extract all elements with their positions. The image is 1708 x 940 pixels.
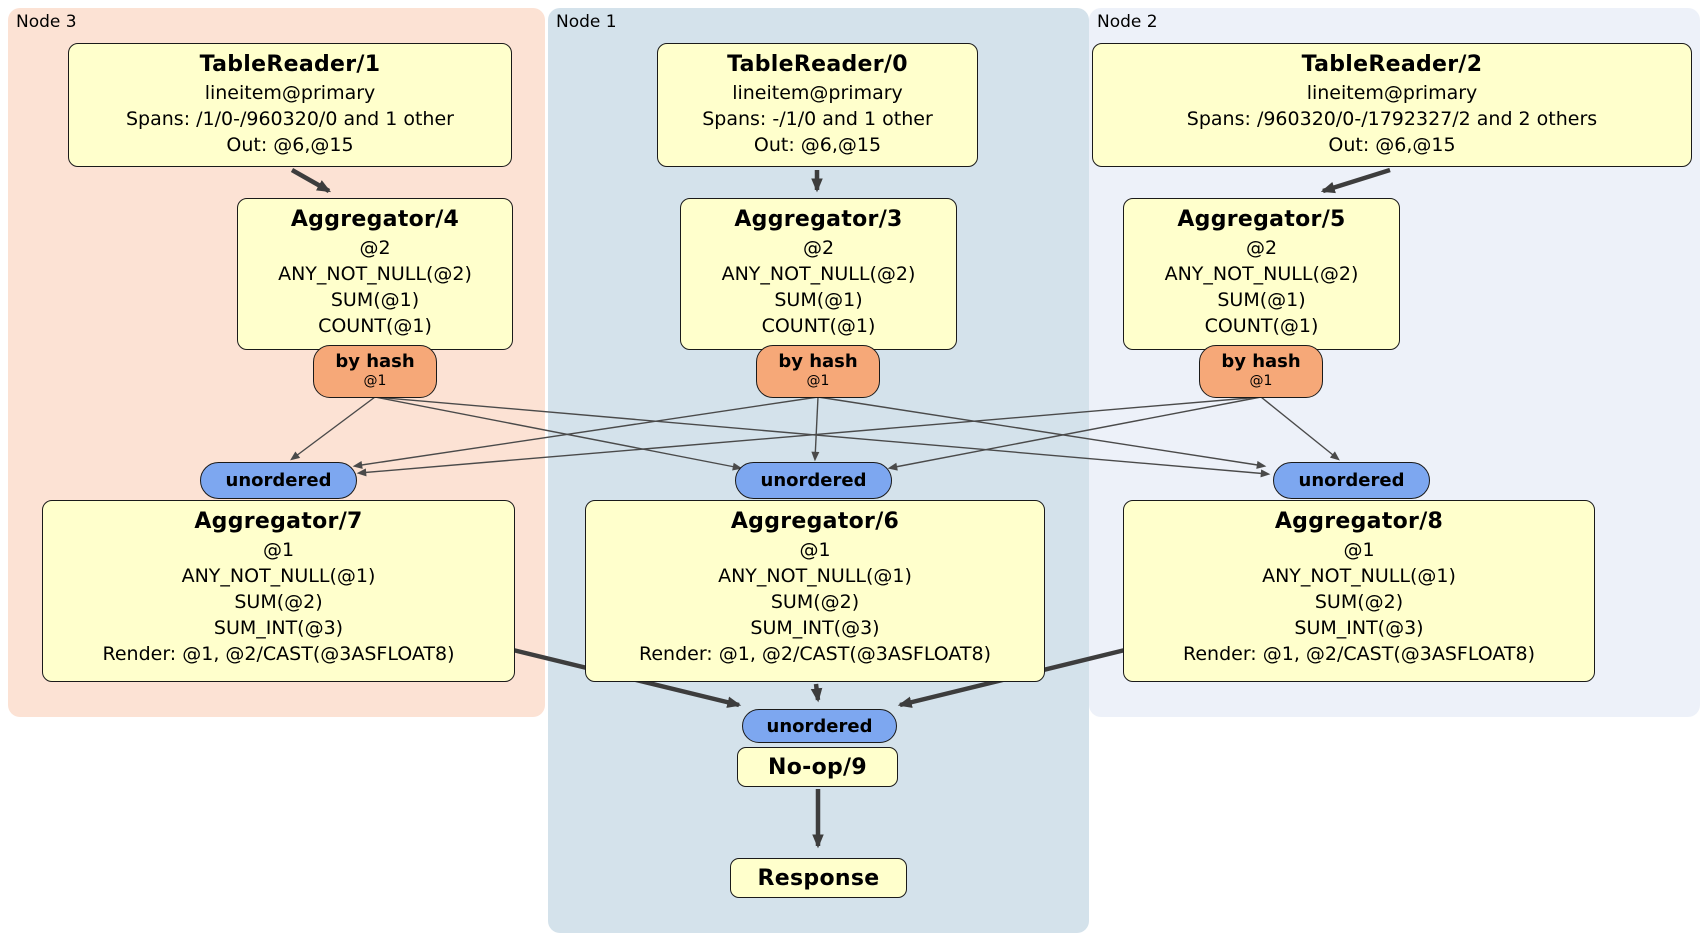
detail-line: @1: [799, 539, 831, 561]
hash-router-node3: by hash @1: [313, 345, 437, 398]
aggregator-6-title: Aggregator/6: [730, 509, 900, 534]
unordered-sync-node2: unordered: [1273, 462, 1430, 499]
detail-line: @1: [262, 539, 295, 561]
detail-line: ANY_NOT_NULL(@1): [1262, 565, 1456, 587]
detail-line: COUNT(@1): [318, 315, 432, 337]
detail-line: Render: @1, @2/CAST(@3ASFLOAT8): [639, 643, 991, 665]
aggregator-3-title: Aggregator/3: [734, 207, 903, 232]
node3-label: Node 3: [16, 12, 77, 32]
detail-line: Spans: -/1/0 and 1 other: [702, 108, 933, 130]
response-title: Response: [757, 865, 880, 891]
table-reader-1-title: TableReader/1: [199, 52, 381, 77]
detail-line: Spans: /960320/0-/1792327/2 and 2 others: [1186, 108, 1598, 130]
aggregator-5-box: Aggregator/5 @2 ANY_NOT_NULL(@2) SUM(@1)…: [1123, 198, 1400, 350]
node1-label: Node 1: [556, 12, 617, 32]
detail-line: Render: @1, @2/CAST(@3ASFLOAT8): [1183, 643, 1535, 665]
detail-line: SUM_INT(@3): [1294, 617, 1424, 639]
noop-box: No-op/9: [737, 747, 898, 787]
sync-label: unordered: [225, 470, 332, 491]
aggregator-4-box: Aggregator/4 @2 ANY_NOT_NULL(@2) SUM(@1)…: [237, 198, 513, 350]
detail-line: @1: [1343, 539, 1375, 561]
detail-line: ANY_NOT_NULL(@2): [721, 263, 916, 285]
detail-line: Out: @6,@15: [226, 134, 354, 156]
table-reader-2-title: TableReader/2: [1301, 52, 1483, 77]
detail-line: ANY_NOT_NULL(@2): [1164, 263, 1359, 285]
detail-line: SUM_INT(@3): [213, 617, 344, 639]
aggregator-8-box: Aggregator/8 @1 ANY_NOT_NULL(@1) SUM(@2)…: [1123, 500, 1595, 682]
detail-line: lineitem@primary: [1306, 82, 1478, 104]
detail-line: COUNT(@1): [1204, 315, 1319, 337]
detail-line: lineitem@primary: [204, 82, 376, 104]
detail-line: SUM(@2): [234, 591, 323, 613]
node2-label: Node 2: [1097, 12, 1158, 32]
response-box: Response: [730, 858, 907, 898]
sync-label: unordered: [760, 470, 867, 491]
hash-router-label: by hash: [335, 351, 415, 372]
unordered-sync-node1: unordered: [735, 462, 892, 499]
detail-line: @2: [1245, 237, 1278, 259]
aggregator-3-box: Aggregator/3 @2 ANY_NOT_NULL(@2) SUM(@1)…: [680, 198, 957, 350]
aggregator-7-box: Aggregator/7 @1 ANY_NOT_NULL(@1) SUM(@2)…: [42, 500, 515, 682]
unordered-sync-node3: unordered: [200, 462, 357, 499]
detail-line: Out: @6,@15: [753, 134, 882, 156]
aggregator-5-title: Aggregator/5: [1177, 207, 1346, 232]
hash-router-node2: by hash @1: [1199, 345, 1323, 398]
detail-line: ANY_NOT_NULL(@2): [278, 263, 472, 285]
detail-line: SUM(@1): [330, 289, 420, 311]
detail-line: @2: [359, 237, 391, 259]
table-reader-0-box: TableReader/0 lineitem@primary Spans: -/…: [657, 43, 978, 167]
hash-router-label: by hash: [1221, 351, 1301, 372]
detail-line: ANY_NOT_NULL(@1): [718, 565, 912, 587]
detail-line: SUM(@2): [770, 591, 860, 613]
detail-line: SUM(@2): [1314, 591, 1404, 613]
detail-line: SUM_INT(@3): [750, 617, 880, 639]
aggregator-8-title: Aggregator/8: [1274, 509, 1444, 534]
detail-line: Spans: /1/0-/960320/0 and 1 other: [126, 108, 454, 130]
aggregator-7-title: Aggregator/7: [194, 509, 363, 534]
router-to-sync-edges: [290, 396, 1340, 478]
detail-line: Out: @6,@15: [1328, 134, 1456, 156]
detail-line: Render: @1, @2/CAST(@3ASFLOAT8): [102, 643, 455, 665]
detail-line: ANY_NOT_NULL(@1): [181, 565, 376, 587]
hash-router-detail: @1: [1249, 373, 1273, 389]
hash-router-node1: by hash @1: [756, 345, 880, 398]
table-reader-2-box: TableReader/2 lineitem@primary Spans: /9…: [1092, 43, 1692, 167]
table-reader-1-box: TableReader/1 lineitem@primary Spans: /1…: [68, 43, 512, 167]
unordered-sync-final: unordered: [742, 709, 897, 743]
detail-line: @2: [802, 237, 835, 259]
noop-title: No-op/9: [768, 754, 867, 780]
table-reader-0-title: TableReader/0: [727, 52, 908, 77]
detail-line: SUM(@1): [1217, 289, 1306, 311]
sync-label: unordered: [766, 715, 873, 737]
aggregator-4-title: Aggregator/4: [290, 207, 460, 232]
hash-router-label: by hash: [778, 351, 858, 372]
detail-line: COUNT(@1): [761, 315, 876, 337]
sync-label: unordered: [1298, 470, 1405, 491]
detail-line: SUM(@1): [774, 289, 863, 311]
aggregator-6-box: Aggregator/6 @1 ANY_NOT_NULL(@1) SUM(@2)…: [585, 500, 1045, 682]
hash-router-detail: @1: [363, 373, 387, 389]
hash-router-detail: @1: [806, 373, 830, 389]
detail-line: lineitem@primary: [732, 82, 903, 104]
